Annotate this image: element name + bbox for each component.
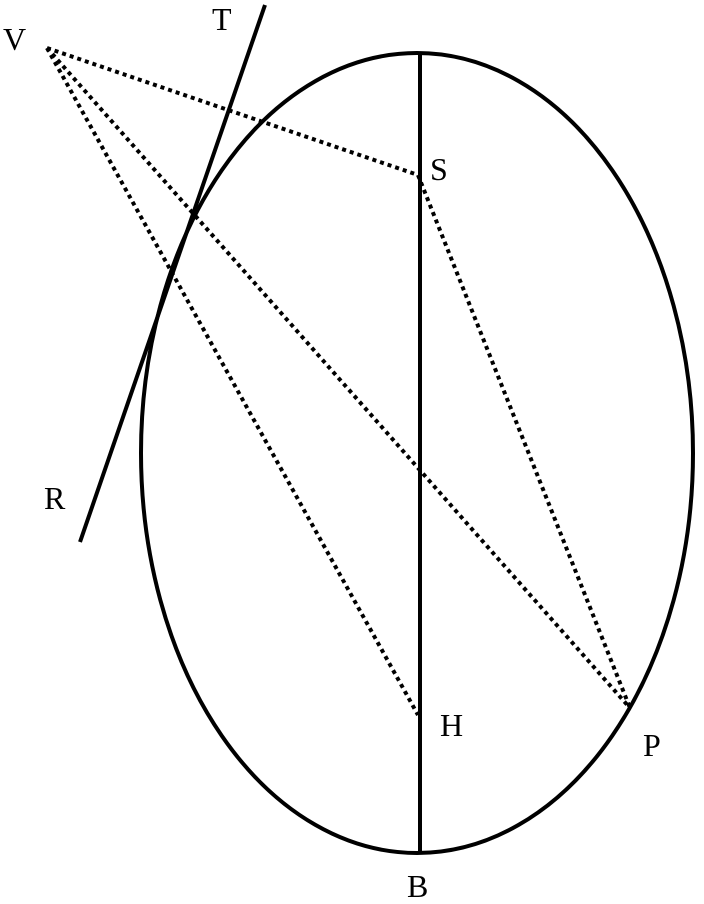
line-v-p [45,46,632,710]
label-r: R [44,480,66,516]
label-v: V [3,21,26,57]
label-p: P [643,727,661,763]
label-s: S [430,151,448,187]
label-b: B [407,868,428,904]
line-v-s [46,46,419,177]
ellipse [139,51,695,855]
line-v-h [45,47,420,716]
label-h: H [440,707,463,743]
label-t: T [212,1,232,37]
line-s-p [416,174,632,709]
